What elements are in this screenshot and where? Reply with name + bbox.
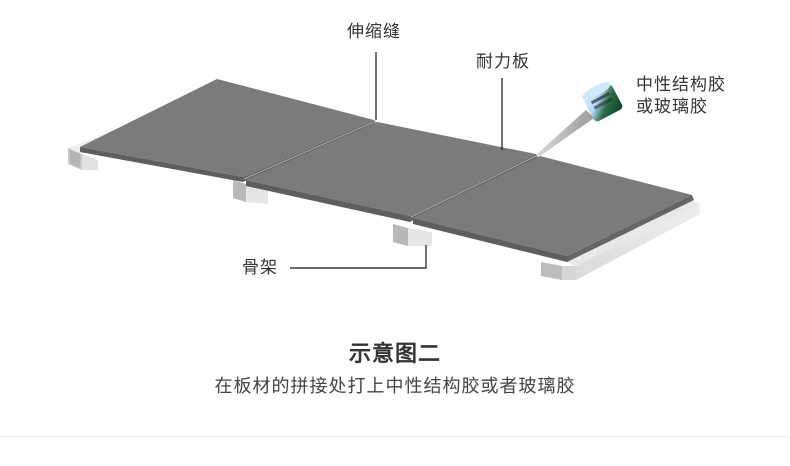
bottom-divider — [0, 436, 790, 437]
panels — [80, 79, 694, 262]
label-frame: 骨架 — [242, 258, 278, 278]
panel-3 — [413, 156, 694, 262]
figure-title: 示意图二 — [348, 342, 441, 367]
label-expansion-joint: 伸缩缝 — [347, 22, 401, 42]
leader-lines — [290, 52, 503, 269]
label-sealant-line2: 或玻璃胶 — [636, 97, 708, 117]
label-sealant-line1: 中性结构胶 — [636, 75, 726, 95]
sealant-tube-icon — [537, 81, 623, 156]
figure-caption: 在板材的拼接处打上中性结构胶或者玻璃胶 — [214, 376, 576, 397]
label-panel: 耐力板 — [476, 52, 530, 72]
frame-leader — [290, 245, 427, 269]
